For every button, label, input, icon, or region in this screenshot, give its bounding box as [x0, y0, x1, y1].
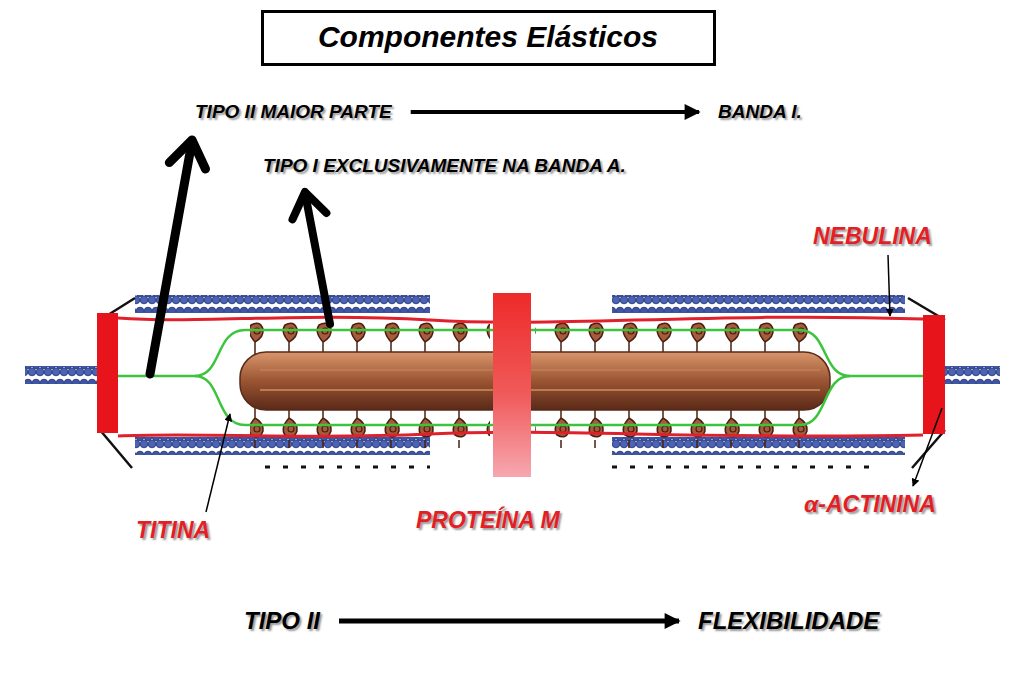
- part-name: α-ACTININA: [804, 491, 936, 518]
- part-name: PROTEÍNA M: [416, 507, 560, 534]
- node-text: FLEXIBILIDADE: [698, 607, 879, 635]
- z-disc: [923, 315, 945, 434]
- leader-line: [913, 408, 942, 486]
- note-text: TIPO I EXCLUSIVAMENTE NA BANDA A.: [263, 155, 626, 177]
- text-node: BANDA I.: [715, 99, 805, 125]
- part-name: NEBULINA: [813, 223, 932, 250]
- node-text: TIPO II: [244, 607, 320, 635]
- title-box: Componentes Elásticos: [261, 10, 716, 66]
- actin-filament: [135, 295, 430, 313]
- filament-ticks: [612, 466, 880, 469]
- pointer-arrowhead: [169, 140, 205, 169]
- thick-filament-stripe: [260, 370, 820, 390]
- z-disc: [97, 313, 118, 433]
- connector-arrow: [339, 619, 679, 624]
- filament-ticks: [265, 466, 430, 469]
- myosin-heads: [250, 408, 490, 448]
- text-node: TIPO II: [241, 605, 323, 637]
- leader-line: [888, 255, 890, 316]
- thick-filament: [240, 352, 830, 410]
- actin-filament: [25, 366, 100, 384]
- pointer-arrowhead: [293, 192, 327, 219]
- myosin-heads: [535, 408, 820, 448]
- actin-filament: [612, 295, 905, 313]
- m-line: [493, 293, 531, 477]
- actin-filament: [945, 366, 1000, 384]
- pointer-arrow: [150, 147, 191, 374]
- text-node: TIPO II MAIOR PARTE: [192, 99, 395, 125]
- text-node: FLEXIBILIDADE: [695, 605, 882, 637]
- connector-arrow: [411, 110, 699, 114]
- leader-line: [206, 414, 230, 512]
- node-text: BANDA I.: [718, 101, 802, 123]
- node-text: TIPO II MAIOR PARTE: [195, 101, 392, 123]
- part-name: TITINA: [136, 517, 210, 544]
